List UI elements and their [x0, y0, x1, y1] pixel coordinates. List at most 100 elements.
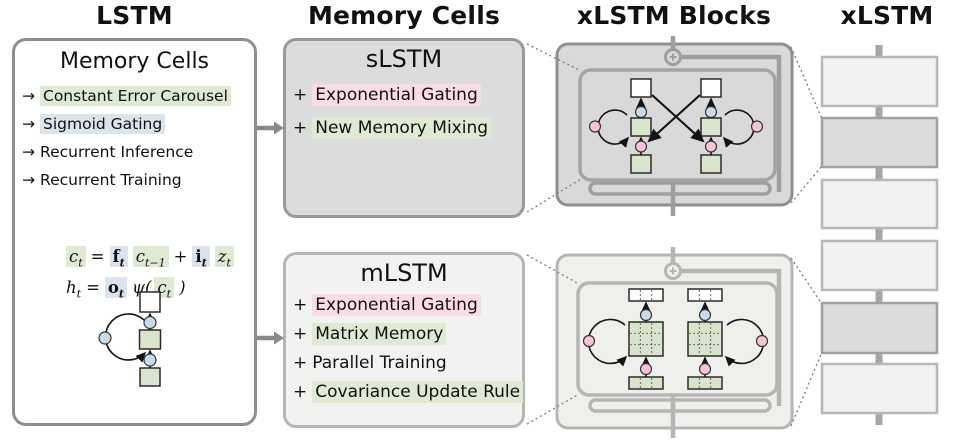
transition-arrows — [257, 121, 284, 345]
psi-function: ψ( — [132, 278, 152, 298]
stack-connector — [875, 45, 883, 59]
stack-connector — [875, 104, 883, 120]
output-vector — [628, 288, 664, 302]
list-item: → Recurrent Inference — [22, 143, 254, 161]
list-item-label: Matrix Memory — [312, 323, 447, 345]
residual-plus-icon — [664, 262, 682, 280]
mlstm-box: mLSTM +Exponential Gating +Matrix Memory… — [283, 252, 525, 428]
gate-node-pink — [588, 120, 602, 133]
stack-connector — [875, 165, 883, 181]
list-item-label: Covariance Update Rule — [312, 381, 524, 403]
zoom-line — [526, 43, 582, 72]
list-item: +Exponential Gating — [293, 294, 522, 316]
stack-block-mlstm — [820, 301, 939, 355]
eq-term-z_t: zt — [214, 246, 234, 269]
plus-bullet-icon: + — [293, 324, 308, 344]
arrow-bullet-icon: → — [22, 115, 35, 133]
block-outer — [555, 253, 794, 430]
list-item: +Covariance Update Rule — [293, 381, 524, 403]
list-item: +Exponential Gating — [293, 84, 522, 106]
lstm-panel-title: Memory Cells — [59, 49, 210, 74]
gate-node-pink — [582, 334, 596, 348]
recurrent-loop — [722, 109, 755, 148]
stack-connector — [875, 288, 883, 305]
list-item: → Sigmoid Gating — [22, 114, 254, 134]
eq-term-h_t: ht — [66, 278, 82, 301]
list-item: →Recurrent Training — [22, 171, 254, 189]
memory-mixing-arrow — [647, 94, 701, 143]
eq-term-o_t: ot — [104, 277, 127, 301]
list-item-label: Exponential Gating — [312, 84, 481, 106]
eq-term-c_t: ct — [66, 246, 86, 269]
residual-plus-icon — [664, 48, 682, 66]
gate-node-pink — [634, 140, 648, 153]
list-item-label: Sigmoid Gating — [40, 114, 166, 134]
recurrent-loop — [724, 318, 765, 367]
slstm-feature-list: +Exponential Gating +New Memory Mixing — [293, 84, 522, 139]
eq-term-i_t: it — [192, 246, 210, 269]
eq-term-c_t: ct — [154, 277, 175, 301]
list-item: +Matrix Memory — [293, 323, 522, 345]
stack-block-light — [820, 239, 939, 292]
eq-term-c_t-1: ct−1 — [132, 246, 169, 269]
zoom-line — [790, 46, 823, 120]
equals-sign: = — [86, 278, 100, 298]
matrix-memory-cell — [628, 321, 664, 357]
dashed-connectors — [526, 43, 823, 427]
plus-bullet-icon: + — [293, 295, 308, 315]
eq-term-f_t: ft — [109, 246, 128, 269]
zoom-line — [790, 257, 823, 305]
plus-bullet-icon: + — [293, 353, 308, 373]
mlstm-title: mLSTM — [360, 259, 448, 287]
stack-connector — [875, 226, 883, 243]
gate-node-pink — [704, 140, 718, 153]
projection-loop — [588, 398, 772, 413]
plus-bullet-icon: + — [293, 382, 308, 402]
column-header-xlstm: xLSTM — [840, 1, 934, 30]
zoom-line — [526, 254, 580, 285]
arrow-bullet-icon: → — [22, 171, 35, 189]
gate-node-blue — [634, 105, 648, 119]
input-square — [630, 154, 652, 174]
column-header-lstm: LSTM — [96, 1, 173, 30]
column-header-xlstm-blocks: xLSTM Blocks — [576, 1, 772, 30]
list-item-label: Exponential Gating — [312, 294, 481, 316]
gate-node-pink — [698, 362, 712, 376]
list-item: +Parallel Training — [293, 353, 522, 373]
gate-node-pink — [755, 334, 769, 348]
mlstm-feature-list: +Exponential Gating +Matrix Memory +Para… — [293, 294, 524, 403]
projection-loop — [588, 181, 772, 196]
gate-node-blue — [698, 308, 712, 322]
stack-block-light — [820, 362, 939, 415]
stack-block-slstm — [820, 116, 939, 169]
column-header-memory-cells: Memory Cells — [307, 1, 501, 30]
recurrent-loop — [587, 318, 628, 367]
mlstm-inner — [576, 281, 779, 397]
memory-cell-square — [700, 117, 722, 137]
plus-bullet-icon: + — [293, 118, 308, 138]
lstm-memory-cells-panel: Memory Cells →Constant Error Carousel →S… — [12, 38, 257, 426]
list-item-label: Recurrent Inference — [40, 143, 194, 161]
list-item: +New Memory Mixing — [293, 117, 522, 139]
list-item: →Constant Error Carousel — [22, 86, 254, 106]
output-square — [630, 78, 652, 98]
list-item-label: Constant Error Carousel — [40, 86, 231, 106]
gate-node-pink — [750, 120, 764, 133]
zoom-line — [526, 393, 580, 425]
plus-sign: + — [173, 247, 188, 266]
block-outer — [555, 42, 794, 207]
mlstm-block-diagram — [555, 247, 794, 438]
arrow-bullet-icon: → — [22, 143, 35, 161]
slstm-block-diagram — [555, 36, 794, 216]
output-vector — [687, 288, 723, 302]
gate-node-blue — [639, 308, 653, 322]
zoom-line — [790, 165, 823, 204]
stack-connector — [875, 411, 883, 425]
output-square — [700, 78, 722, 98]
xlstm-stack — [820, 45, 939, 425]
memory-mixing-arrow — [651, 94, 705, 143]
